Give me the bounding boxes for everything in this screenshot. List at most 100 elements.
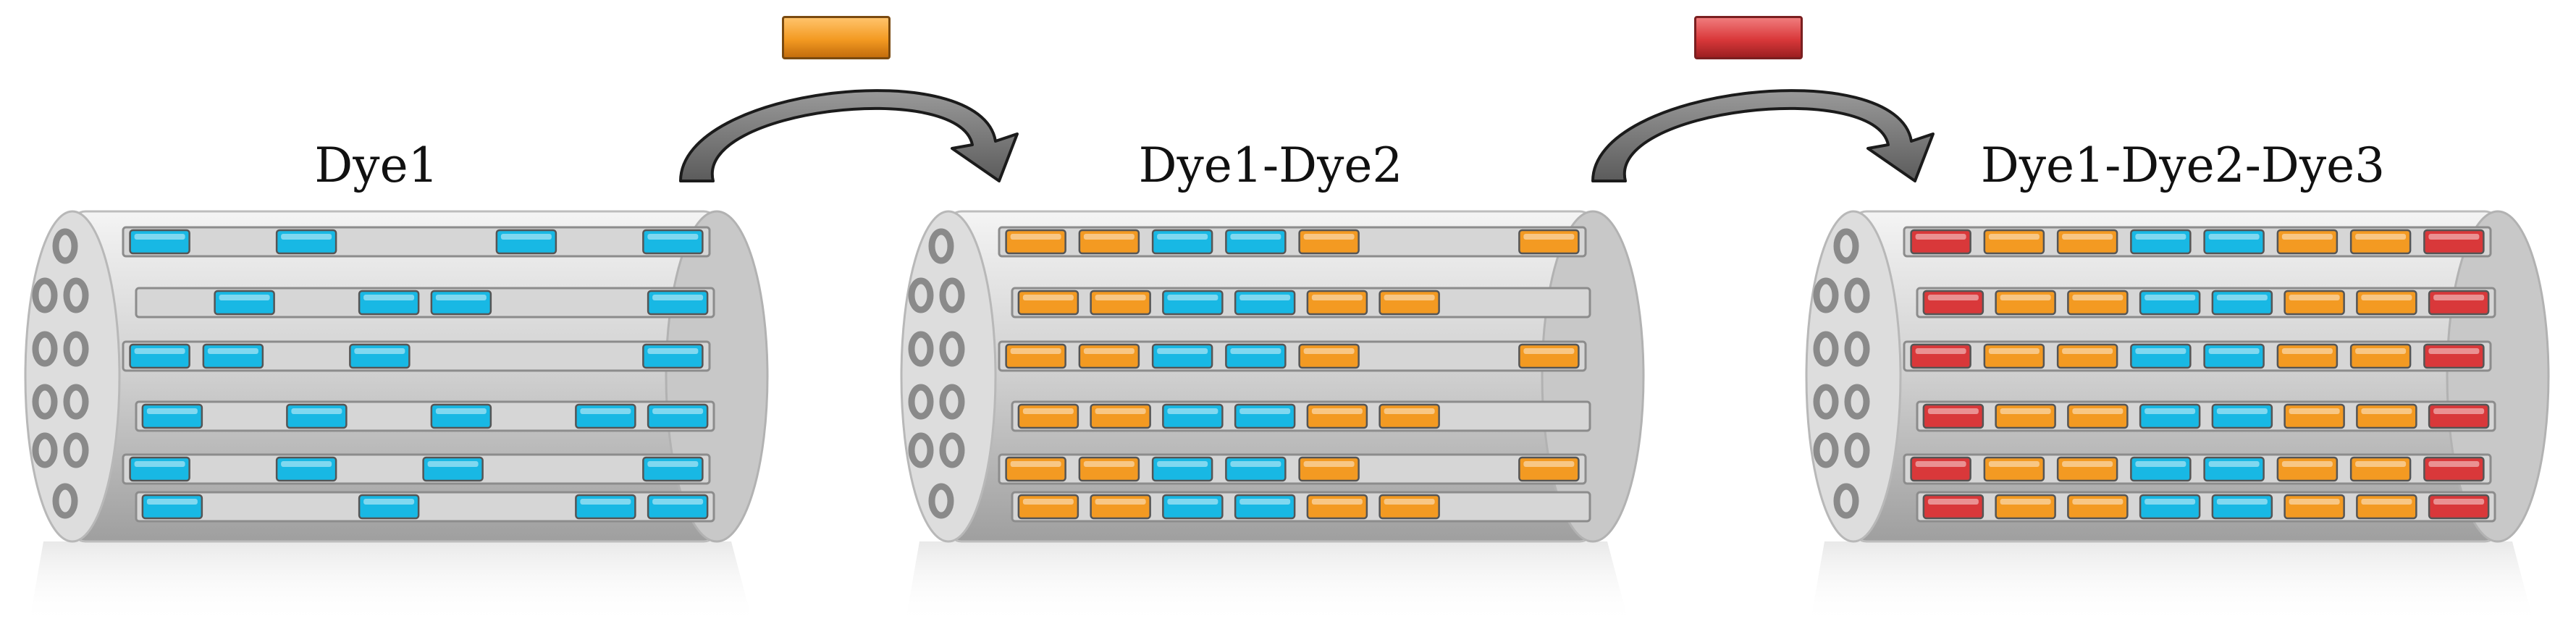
dye1-molecule: [642, 343, 704, 369]
dye2-molecule: [1298, 229, 1360, 255]
channel: [1916, 400, 2496, 432]
dye1-molecule: [2211, 290, 2273, 316]
dye1-molecule: [422, 456, 484, 482]
molecule-highlight: [2428, 234, 2480, 240]
molecule-highlight: [2428, 461, 2480, 467]
curved-arrow-1: [679, 89, 1019, 182]
molecule-highlight: [580, 499, 631, 505]
dye1-molecule: [647, 403, 709, 429]
curved-arrow-2: [1591, 89, 1935, 182]
molecule-highlight: [1167, 499, 1218, 505]
dye1-molecule: [2130, 456, 2192, 482]
dye2-molecule: [1005, 456, 1066, 482]
dye1-molecule: [129, 456, 190, 482]
molecule-highlight: [1083, 461, 1135, 467]
molecule-highlight: [500, 234, 552, 240]
dye2-molecule: [1995, 290, 2056, 316]
dye3-molecule: [2423, 456, 2485, 482]
molecule-highlight: [1239, 408, 1291, 414]
dye1-molecule: [202, 343, 264, 369]
molecule-highlight: [291, 408, 342, 414]
molecule-highlight: [134, 461, 185, 467]
dye2-molecule: [1518, 229, 1580, 255]
pore-hole: [908, 384, 934, 420]
molecule-highlight: [1311, 499, 1363, 505]
dye2-molecule: [2284, 403, 2345, 429]
molecule-highlight: [2208, 234, 2260, 240]
pore-hole: [63, 331, 89, 367]
dye3-molecule: [2423, 229, 2485, 255]
molecule-highlight: [219, 295, 270, 300]
pore-hole: [939, 331, 965, 367]
molecule-highlight: [1384, 295, 1435, 300]
molecule-highlight: [2144, 408, 2196, 414]
channel: [1903, 340, 2492, 372]
molecule-highlight: [1230, 234, 1281, 240]
dye2-molecule: [2349, 229, 2412, 255]
molecule-highlight: [1239, 499, 1291, 505]
molecule-highlight: [647, 234, 699, 240]
molecule-highlight: [2000, 408, 2051, 414]
molecule-highlight: [2208, 461, 2260, 467]
molecule-highlight: [2361, 408, 2412, 414]
molecule-highlight: [1927, 408, 1979, 414]
pore-hole: [928, 483, 954, 519]
cylinder-stage-3: [1805, 210, 2550, 624]
molecule-highlight: [2135, 348, 2186, 354]
molecule-highlight: [2062, 234, 2113, 240]
molecule-highlight: [2062, 348, 2113, 354]
molecule-highlight: [1384, 499, 1435, 505]
pore-hole: [63, 277, 89, 313]
cylinder-shadow: [905, 541, 1629, 624]
molecule-highlight: [2072, 499, 2123, 505]
pore-hole: [1844, 384, 1870, 420]
dye1-molecule: [129, 343, 190, 369]
dye2-molecule: [1983, 343, 2045, 369]
dye1-molecule: [349, 343, 411, 369]
dye2-molecule: [2067, 290, 2129, 316]
pore-hole: [1844, 432, 1870, 468]
pore-hole: [939, 384, 965, 420]
molecule-highlight: [1523, 348, 1575, 354]
molecule-highlight: [2216, 408, 2268, 414]
dye1-molecule: [575, 494, 636, 520]
dye1-molecule: [2139, 290, 2201, 316]
pore-hole: [1813, 384, 1839, 420]
molecule-highlight: [2281, 461, 2333, 467]
dye2-molecule: [1379, 290, 1440, 316]
dye1-molecule: [1162, 403, 1224, 429]
dye2-molecule: [2276, 456, 2339, 482]
molecule-highlight: [2072, 295, 2123, 300]
molecule-highlight: [2144, 295, 2196, 300]
pore-hole: [908, 331, 934, 367]
dye2-molecule: [2056, 229, 2118, 255]
molecule-highlight: [1095, 295, 1146, 300]
molecule-highlight: [1927, 295, 1979, 300]
molecule-highlight: [363, 499, 415, 505]
dye3-molecule: [2428, 290, 2490, 316]
dye1-molecule: [2139, 494, 2201, 520]
dye1-molecule: [141, 403, 203, 429]
pore-hole: [63, 432, 89, 468]
pore-hole: [32, 384, 58, 420]
dye1-molecule: [2203, 343, 2265, 369]
molecule-highlight: [1303, 348, 1355, 354]
pore-hole: [939, 277, 965, 313]
molecule-highlight: [1311, 295, 1363, 300]
pore-hole: [1844, 277, 1870, 313]
molecule-highlight: [1523, 461, 1575, 467]
molecule-highlight: [2433, 408, 2485, 414]
molecule-highlight: [1915, 461, 1966, 467]
molecule-highlight: [1230, 348, 1281, 354]
molecule-highlight: [1239, 295, 1291, 300]
channel: [1916, 287, 2496, 319]
molecule-highlight: [435, 408, 487, 414]
dye3-molecule: [2428, 494, 2490, 520]
dye2-molecule: [1017, 494, 1079, 520]
dye1-molecule: [1234, 403, 1296, 429]
molecule-highlight: [1010, 461, 1061, 467]
dye3-molecule: [1922, 403, 1984, 429]
dye1-molecule: [1234, 494, 1296, 520]
dye1-molecule: [275, 456, 337, 482]
molecule-highlight: [1384, 408, 1435, 414]
